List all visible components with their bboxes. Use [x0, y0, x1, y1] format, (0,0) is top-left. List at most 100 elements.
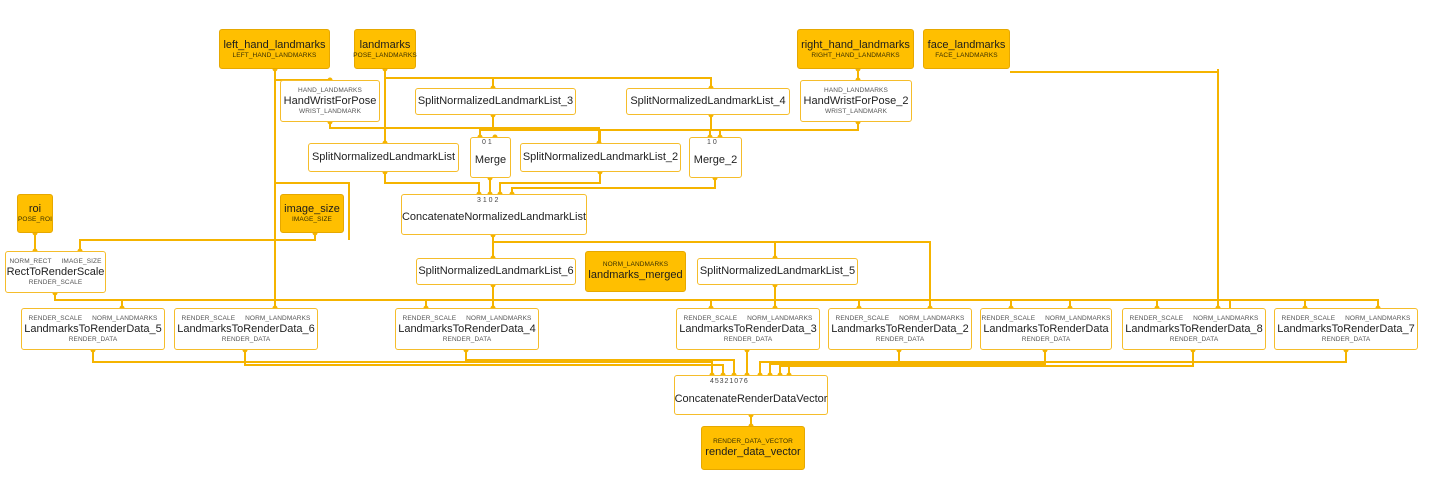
calc-split-normalized-landmark-list-3[interactable]: SplitNormalizedLandmarkList_3	[415, 88, 576, 115]
output-tag: WRIST_LANDMARK	[824, 107, 888, 115]
calc-landmarks-to-render-data-4[interactable]: RENDER_SCALE NORM_LANDMARKS LandmarksToR…	[395, 308, 539, 350]
node-title: RectToRenderScale	[6, 265, 105, 278]
output-tag: LEFT_HAND_LANDMARKS	[232, 51, 317, 59]
node-title: face_landmarks	[927, 38, 1006, 51]
edge-36	[788, 350, 1347, 375]
edge-7	[1010, 69, 1219, 308]
node-title: landmarks	[359, 38, 411, 51]
edge-16	[511, 178, 716, 194]
input-tag: RENDER_SCALE	[683, 314, 738, 322]
calc-landmarks-to-render-data-8[interactable]: RENDER_SCALE NORM_LANDMARKS LandmarksToR…	[1122, 308, 1266, 350]
input-tag-row: RENDER_SCALE NORM_LANDMARKS	[1130, 315, 1259, 323]
output-tag: IMAGE_SIZE	[291, 216, 332, 223]
concat-landmarks-port-numbers: 3 1 0 2	[477, 197, 499, 204]
edge-32	[465, 350, 735, 375]
input-tag-row: RENDER_SCALE NORM_LANDMARKS	[29, 315, 158, 323]
stream-face-landmarks[interactable]: face_landmarks FACE_LANDMARKS	[923, 29, 1010, 69]
calc-landmarks-to-render-data-5[interactable]: RENDER_SCALE NORM_LANDMARKS LandmarksToR…	[21, 308, 165, 350]
node-title: SplitNormalizedLandmarkList_6	[418, 265, 574, 277]
input-tag: NORM_LANDMARKS	[1193, 314, 1259, 322]
calc-split-normalized-landmark-list-5[interactable]: SplitNormalizedLandmarkList_5	[697, 258, 858, 285]
output-tag: FACE_LANDMARKS	[935, 51, 998, 59]
edge-15	[499, 172, 601, 194]
input-tag: RENDER_SCALE	[1129, 314, 1184, 322]
calc-merge[interactable]: Merge	[470, 137, 511, 178]
input-tag: NORM_LANDMARKS	[92, 314, 158, 322]
stream-image-size[interactable]: image_size IMAGE_SIZE	[280, 194, 344, 233]
stream-landmarks-merged[interactable]: NORM_LANDMARKS landmarks_merged	[585, 251, 686, 292]
input-tag: NORM_LANDMARKS	[747, 314, 813, 322]
calc-landmarks-to-render-data-3[interactable]: RENDER_SCALE NORM_LANDMARKS LandmarksToR…	[676, 308, 820, 350]
input-tag-row: RENDER_SCALE NORM_LANDMARKS	[182, 315, 311, 323]
input-tag: RENDER_DATA_VECTOR	[713, 437, 793, 445]
stream-right-hand-landmarks[interactable]: right_hand_landmarks RIGHT_HAND_LANDMARK…	[797, 29, 914, 69]
node-title: HandWristForPose	[283, 94, 377, 107]
input-tag-row: RENDER_SCALE NORM_LANDMARKS	[403, 315, 532, 323]
calc-hand-wrist-for-pose-2[interactable]: HAND_LANDMARKS HandWristForPose_2 WRIST_…	[800, 80, 912, 122]
node-title: Merge_2	[693, 154, 738, 166]
input-tag: NORM_LANDMARKS	[1045, 314, 1111, 322]
node-title: Merge	[474, 154, 507, 166]
input-tag: NORM_LANDMARKS	[245, 314, 311, 322]
edge-31	[244, 350, 724, 375]
input-tag: RENDER_SCALE	[835, 314, 890, 322]
input-tag: NORM_LANDMARKS	[602, 261, 669, 268]
edge-11	[599, 115, 712, 143]
output-tag: RENDER_DATA	[221, 335, 271, 343]
input-tag-row: NORM_RECT IMAGE_SIZE	[9, 258, 101, 266]
output-tag: RENDER_DATA	[875, 335, 925, 343]
edge-18	[79, 233, 316, 251]
input-tag: IMAGE_SIZE	[61, 257, 102, 265]
stream-render-data-vector[interactable]: RENDER_DATA_VECTOR render_data_vector	[701, 426, 805, 470]
node-title: LandmarksToRenderData_4	[398, 322, 536, 335]
stream-landmarks[interactable]: landmarks POSE_LANDMARKS	[353, 29, 417, 69]
output-tag: RENDER_DATA	[68, 335, 118, 343]
calc-split-normalized-landmark-list[interactable]: SplitNormalizedLandmarkList	[308, 143, 459, 172]
edge-29	[1217, 72, 1231, 308]
calc-merge-2[interactable]: Merge_2	[689, 137, 742, 178]
node-title: ConcatenateNormalizedLandmarkList	[401, 211, 587, 223]
output-tag: POSE_ROI	[17, 216, 53, 223]
calc-landmarks-to-render-data-7[interactable]: RENDER_SCALE NORM_LANDMARKS LandmarksToR…	[1274, 308, 1418, 350]
calc-landmarks-to-render-data-2[interactable]: RENDER_SCALE NORM_LANDMARKS LandmarksToR…	[828, 308, 972, 350]
node-title: roi	[28, 203, 42, 215]
edge-8	[479, 115, 494, 137]
calc-concatenate-normalized-landmark-list[interactable]: ConcatenateNormalizedLandmarkList	[401, 194, 587, 235]
edge-0	[274, 69, 330, 81]
node-title: LandmarksToRenderData_8	[1125, 322, 1263, 335]
node-title: render_data_vector	[705, 445, 801, 458]
calc-split-normalized-landmark-list-2[interactable]: SplitNormalizedLandmarkList_2	[520, 143, 681, 172]
input-tag: NORM_RECT	[9, 257, 52, 265]
calc-landmarks-to-render-data-6[interactable]: RENDER_SCALE NORM_LANDMARKS LandmarksToR…	[174, 308, 318, 350]
calc-hand-wrist-for-pose[interactable]: HAND_LANDMARKS HandWristForPose WRIST_LA…	[280, 80, 380, 122]
input-tag: RENDER_SCALE	[28, 314, 83, 322]
output-tag: RENDER_SCALE	[28, 278, 83, 286]
calc-concatenate-render-data-vector[interactable]: ConcatenateRenderDataVector	[674, 375, 828, 415]
node-title: image_size	[284, 203, 340, 215]
edge-30	[92, 350, 713, 375]
calc-split-normalized-landmark-list-4[interactable]: SplitNormalizedLandmarkList_4	[626, 88, 790, 115]
node-title: SplitNormalizedLandmarkList_5	[699, 265, 856, 277]
input-tag-row: RENDER_SCALE NORM_LANDMARKS	[982, 315, 1111, 323]
edge-12	[709, 122, 859, 137]
node-title: ConcatenateRenderDataVector	[674, 392, 828, 405]
calc-rect-to-render-scale[interactable]: NORM_RECT IMAGE_SIZE RectToRenderScale R…	[5, 251, 106, 293]
node-title: LandmarksToRenderData_3	[679, 322, 817, 335]
stream-roi[interactable]: roi POSE_ROI	[17, 194, 53, 233]
edge-5	[329, 122, 600, 143]
input-tag: RENDER_SCALE	[981, 314, 1036, 322]
edge-37	[779, 350, 1194, 375]
input-tag: NORM_LANDMARKS	[1345, 314, 1411, 322]
output-tag: RENDER_DATA	[442, 335, 492, 343]
node-title: left_hand_landmarks	[223, 38, 326, 51]
stream-left-hand-landmarks[interactable]: left_hand_landmarks LEFT_HAND_LANDMARKS	[219, 29, 330, 69]
input-tag: RENDER_SCALE	[402, 314, 457, 322]
calc-split-normalized-landmark-list-6[interactable]: SplitNormalizedLandmarkList_6	[416, 258, 576, 285]
input-tag: NORM_LANDMARKS	[899, 314, 965, 322]
calc-landmarks-to-render-data[interactable]: RENDER_SCALE NORM_LANDMARKS LandmarksToR…	[980, 308, 1112, 350]
node-title: SplitNormalizedLandmarkList_2	[522, 151, 679, 163]
node-title: landmarks_merged	[588, 269, 683, 281]
output-tag: WRIST_LANDMARK	[298, 107, 362, 115]
node-title: LandmarksToRenderData_7	[1277, 322, 1415, 335]
